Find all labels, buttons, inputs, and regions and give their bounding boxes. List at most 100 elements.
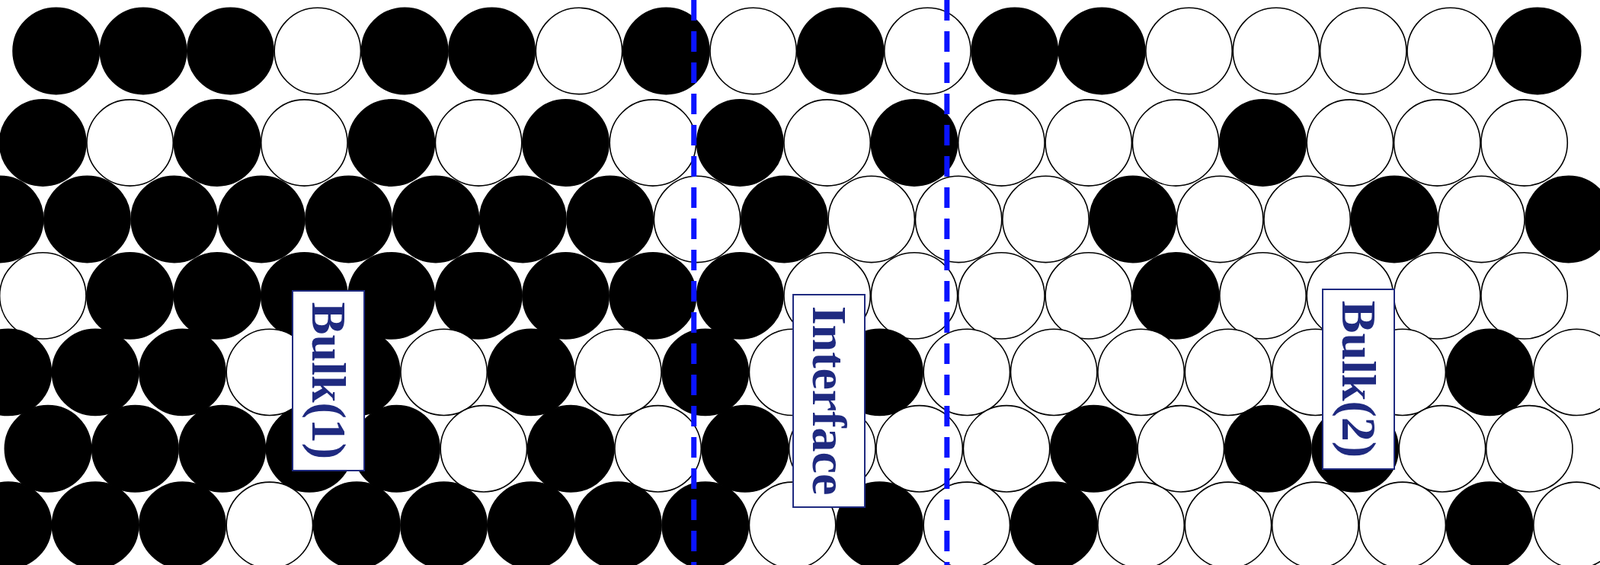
white-particle — [884, 7, 971, 94]
white-particle — [923, 482, 1010, 565]
white-particle — [1394, 99, 1481, 186]
white-particle — [1097, 329, 1184, 416]
white-particle — [1306, 99, 1393, 186]
white-particle — [958, 99, 1045, 186]
black-particle — [575, 482, 662, 565]
white-particle — [1272, 482, 1359, 565]
black-particle — [51, 482, 138, 565]
white-particle — [575, 329, 662, 416]
black-particle — [435, 252, 522, 340]
black-particle — [1059, 7, 1146, 94]
black-particle — [1219, 99, 1306, 186]
black-particle — [0, 176, 44, 263]
region-label-box: Bulk(1) — [291, 290, 365, 472]
white-particle — [86, 99, 173, 186]
dashed-boundary — [944, 0, 950, 565]
white-particle — [1320, 7, 1407, 94]
black-particle — [662, 482, 749, 565]
white-particle — [1184, 482, 1271, 565]
white-particle — [1481, 252, 1568, 340]
white-particle — [261, 99, 348, 186]
black-particle — [522, 99, 609, 186]
white-particle — [614, 406, 701, 493]
white-particle — [1177, 176, 1264, 263]
black-particle — [1089, 176, 1176, 263]
black-particle — [566, 176, 653, 263]
white-particle — [226, 482, 313, 565]
black-particle — [0, 329, 52, 416]
black-particle — [361, 7, 448, 94]
white-particle — [1486, 406, 1573, 493]
black-particle — [796, 7, 884, 94]
black-particle — [131, 176, 218, 263]
black-particle — [44, 176, 131, 263]
white-particle — [535, 7, 622, 94]
white-particle — [1533, 482, 1600, 565]
black-particle — [609, 252, 696, 340]
region-label-box: Bulk(2) — [1321, 288, 1396, 471]
white-particle — [1002, 176, 1089, 263]
black-particle — [1525, 176, 1600, 263]
black-particle — [697, 252, 784, 340]
black-particle — [400, 482, 487, 565]
black-particle — [51, 329, 138, 416]
white-particle — [963, 406, 1050, 493]
black-particle — [92, 406, 179, 493]
white-particle — [915, 176, 1002, 263]
white-particle — [1184, 329, 1271, 416]
white-particle — [1394, 252, 1481, 340]
black-particle — [741, 176, 828, 263]
black-particle — [522, 252, 609, 340]
white-particle — [435, 99, 522, 186]
black-particle — [448, 7, 535, 94]
region-label-box: Interface — [792, 294, 866, 509]
black-particle — [528, 406, 615, 493]
black-particle — [305, 176, 392, 263]
black-particle — [1050, 406, 1137, 493]
white-particle — [440, 406, 527, 493]
black-particle — [1350, 176, 1437, 263]
black-particle — [173, 252, 260, 340]
black-particle — [1132, 252, 1219, 340]
black-particle — [99, 7, 186, 94]
white-particle — [1264, 176, 1351, 263]
white-particle — [609, 99, 696, 186]
white-particle — [400, 329, 487, 416]
white-particle — [1132, 99, 1219, 186]
white-particle — [1533, 329, 1600, 416]
black-particle — [313, 482, 400, 565]
black-particle — [179, 406, 266, 493]
white-particle — [1438, 176, 1525, 263]
black-particle — [1011, 482, 1098, 565]
particles — [0, 7, 1600, 565]
black-particle — [139, 329, 226, 416]
black-particle — [187, 7, 274, 94]
white-particle — [1011, 329, 1098, 416]
black-particle — [1494, 7, 1581, 94]
white-particle — [1045, 99, 1132, 186]
region-label: Bulk(2) — [1334, 300, 1383, 458]
black-particle — [217, 176, 304, 263]
white-particle — [1045, 252, 1132, 340]
black-particle — [0, 482, 52, 565]
black-particle — [12, 7, 100, 94]
black-particle — [487, 482, 574, 565]
region-label: Bulk(1) — [304, 301, 353, 459]
white-particle — [828, 176, 915, 263]
black-particle — [4, 406, 91, 493]
white-particle — [1097, 482, 1184, 565]
white-particle — [923, 329, 1010, 416]
black-particle — [487, 329, 574, 416]
white-particle — [0, 252, 87, 340]
white-particle — [1481, 99, 1568, 186]
black-particle — [1446, 329, 1533, 416]
black-particle — [971, 7, 1058, 94]
dashed-boundary — [691, 0, 697, 565]
black-particle — [348, 99, 435, 186]
black-particle — [480, 176, 567, 263]
white-particle — [274, 7, 361, 94]
white-particle — [1359, 482, 1446, 565]
white-particle — [1407, 7, 1494, 94]
black-particle — [173, 99, 260, 186]
black-particle — [701, 406, 788, 493]
